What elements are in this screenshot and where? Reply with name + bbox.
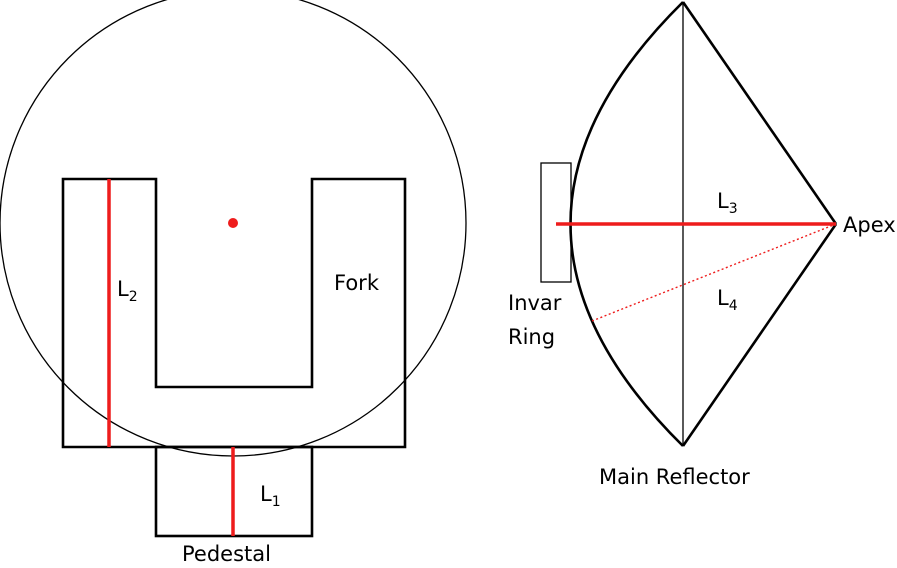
fork-label: Fork — [334, 271, 380, 295]
pedestal-label: Pedestal — [182, 542, 271, 566]
l3-label: L3 — [717, 189, 738, 217]
l2-label: L2 — [117, 277, 138, 305]
l4-label: L4 — [717, 286, 738, 314]
fork-mount-diagram: Fork Pedestal L2 L1 — [0, 0, 467, 566]
center-dot — [228, 218, 238, 228]
l1-label: L1 — [260, 482, 281, 510]
main-reflector-label: Main Reflector — [599, 465, 750, 489]
feed-leg-upper — [681, 1, 838, 225]
apex-label: Apex — [843, 213, 896, 237]
invar-label-line2: Ring — [508, 325, 555, 349]
reflector-diagram: Apex Invar Ring Main Reflector L3 L4 — [508, 1, 896, 489]
feed-leg-lower — [681, 223, 838, 447]
invar-label-line1: Invar — [508, 291, 562, 315]
l4-measure-line — [591, 223, 837, 322]
